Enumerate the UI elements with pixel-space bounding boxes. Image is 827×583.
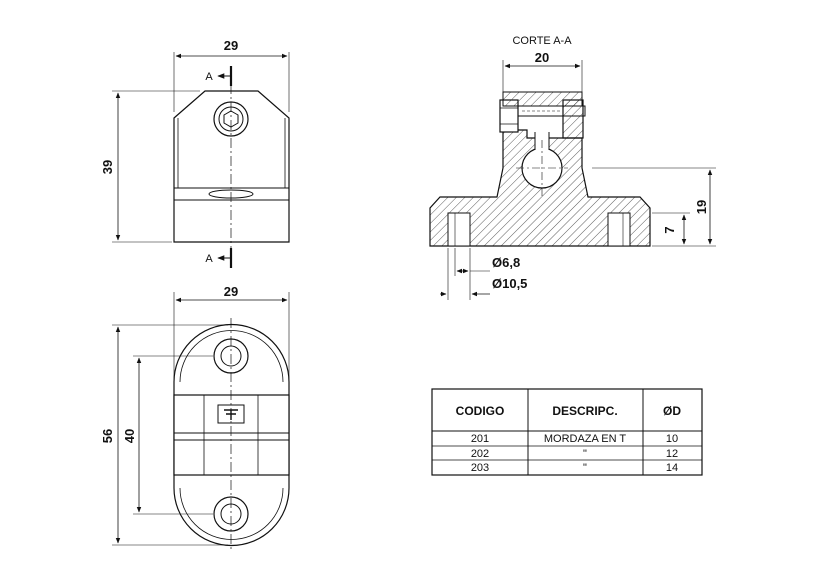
section-height-dim: 19 <box>694 200 709 214</box>
hole-small-dim: Ø6,8 <box>492 255 520 270</box>
table-cell: 203 <box>471 462 489 474</box>
section-width-dim: 20 <box>535 50 549 65</box>
top-view <box>112 292 290 550</box>
table-cell: 12 <box>666 448 678 460</box>
top-length-dim: 56 <box>100 429 115 443</box>
front-width-dim: 29 <box>224 38 238 53</box>
section-view <box>429 60 716 300</box>
table-cell: MORDAZA EN T <box>544 433 627 445</box>
table-header-codigo: CODIGO <box>456 404 505 418</box>
hole-large-dim: Ø10,5 <box>492 276 527 291</box>
section-title: CORTE A-A <box>512 35 572 47</box>
top-hole-spacing-dim: 40 <box>122 429 137 443</box>
table-cell: " <box>583 462 587 474</box>
table-cell: 10 <box>666 433 678 445</box>
front-view <box>112 52 290 268</box>
section-base-dim: 7 <box>662 226 677 233</box>
table-cell: 202 <box>471 448 489 460</box>
top-width-dim: 29 <box>224 284 238 299</box>
parts-table <box>431 388 703 476</box>
section-mark-bottom: A <box>205 253 213 265</box>
table-cell: 14 <box>666 462 678 474</box>
table-header-diameter: ØD <box>663 404 681 418</box>
section-mark-top: A <box>205 71 213 83</box>
front-height-dim: 39 <box>100 160 115 174</box>
table-cell: 201 <box>471 433 489 445</box>
table-header-descripc: DESCRIPC. <box>552 404 617 418</box>
table-cell: " <box>583 448 587 460</box>
